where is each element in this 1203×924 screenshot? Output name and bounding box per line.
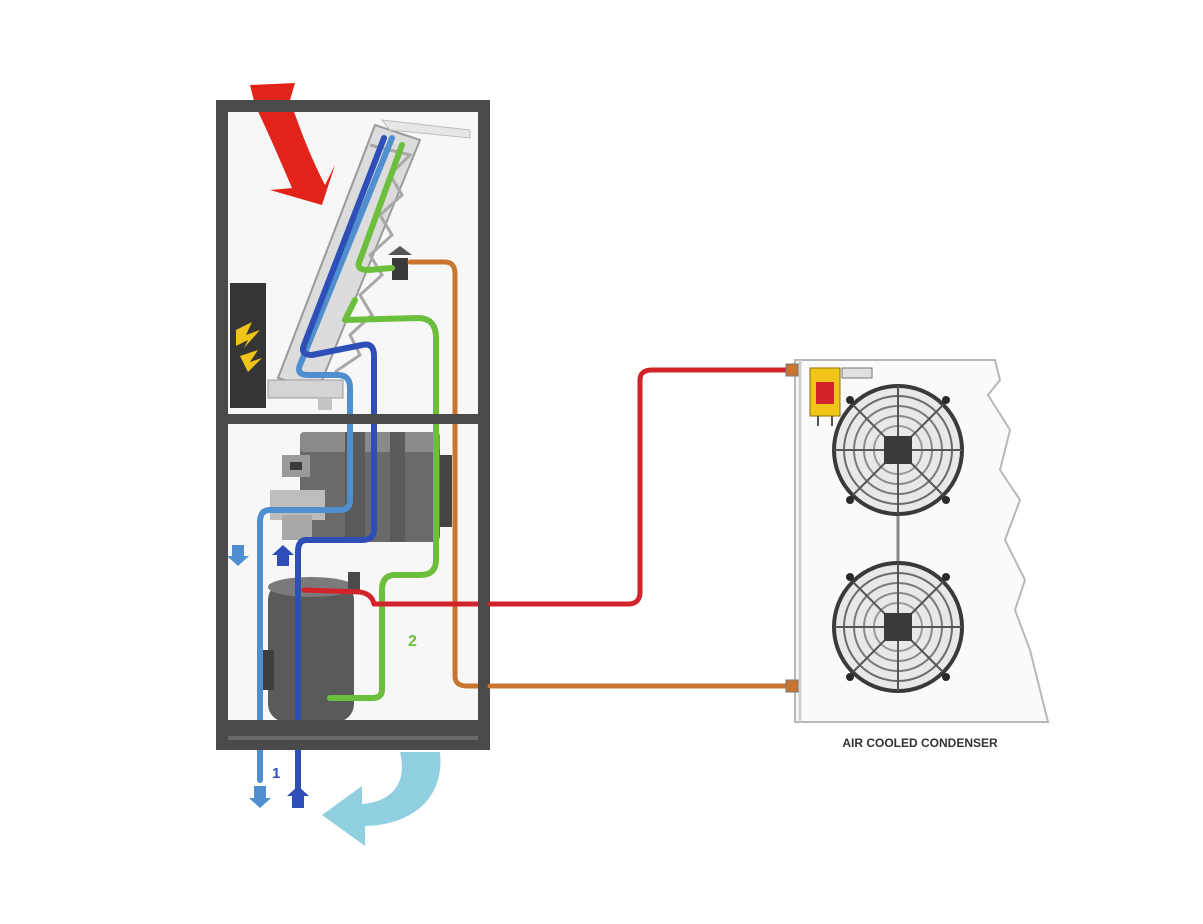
arrow-down-icon <box>227 545 249 566</box>
circuit-1-label: 1 <box>272 765 280 782</box>
electrical-panel <box>230 283 266 408</box>
indoor-unit: 1 2 <box>216 83 493 846</box>
cabinet-frame <box>216 100 490 750</box>
condenser-fan-1 <box>832 384 964 516</box>
indoor-pipework <box>257 135 493 793</box>
expansion-valve <box>388 246 412 280</box>
liquid-line-inner <box>407 259 493 689</box>
arrow-up-icon <box>287 786 309 808</box>
air-cooled-condenser: AIR COOLED CONDENSER <box>785 359 1050 750</box>
isolator-switch <box>816 382 834 404</box>
warm-air-inlet-arrow <box>250 83 335 205</box>
compressor <box>260 572 360 722</box>
refrigerant-lines <box>487 367 793 689</box>
cold-air-outlet-arrow <box>322 752 441 846</box>
water-line-in <box>295 135 387 793</box>
valve-assembly <box>270 455 325 540</box>
water-heat-exchanger <box>300 432 452 542</box>
lightning-bolt-icon <box>236 322 260 348</box>
circuit-2-label: 2 <box>408 633 417 650</box>
flow-arrows <box>227 545 309 808</box>
evaporator-line <box>327 142 439 701</box>
hot-gas-line <box>487 367 793 607</box>
control-box <box>809 367 873 426</box>
hot-gas-line-inner <box>301 587 493 607</box>
arrow-down-icon <box>249 786 271 808</box>
arrow-up-icon <box>272 545 294 566</box>
water-line-out <box>257 135 395 783</box>
condenser-fan-2 <box>832 561 964 693</box>
condenser-caption: AIR COOLED CONDENSER <box>842 736 998 750</box>
